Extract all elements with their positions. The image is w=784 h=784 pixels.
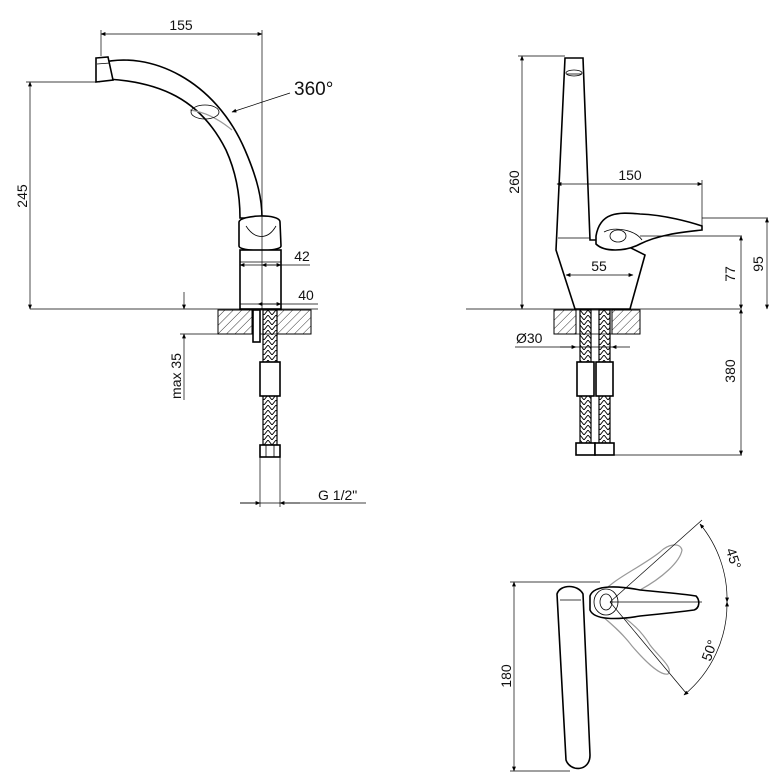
front-spout-highlight [189, 109, 233, 131]
dim-thread-label: G 1/2" [318, 487, 357, 503]
side-hose-break-left [576, 361, 595, 397]
front-hose-nut [259, 444, 281, 458]
front-faucet-body [239, 249, 282, 310]
front-aerator-line [96, 62, 111, 65]
angle-50-label: 50° [698, 638, 720, 663]
top-faucet-body [556, 585, 591, 770]
dim-55-label: 55 [591, 258, 607, 274]
dim-155-label: 155 [169, 17, 193, 33]
dim-380-label: 380 [722, 359, 738, 383]
side-countertop-left [553, 309, 577, 335]
dim-180-label: 180 [498, 664, 514, 688]
side-hose-nut-left [575, 442, 596, 456]
dim-max35-label: max 35 [168, 353, 184, 399]
top-lever-ghost-down [599, 605, 670, 675]
front-swivel-ring [190, 104, 220, 120]
front-handle-curve [245, 225, 277, 237]
dim-40-label: 40 [298, 287, 314, 303]
dim-dia30-label: Ø30 [516, 330, 543, 346]
front-mount-stud [252, 309, 261, 343]
dim-245-label: 245 [14, 184, 30, 208]
angle-50-arc [683, 601, 730, 696]
dim-260-label: 260 [506, 170, 522, 194]
side-hose-nut-right [594, 442, 615, 456]
dim-150-label: 150 [618, 167, 642, 183]
side-view: 260 150 55 77 95 Ø30 380 [466, 55, 769, 456]
side-lever-curve [603, 228, 643, 241]
dim-77-label: 77 [722, 266, 738, 282]
side-countertop-right [611, 309, 641, 335]
side-lever-pivot [609, 229, 627, 243]
front-countertop-right [276, 309, 312, 335]
front-spout [98, 59, 263, 219]
side-outlet-ring [565, 69, 583, 77]
dim-42-label: 42 [294, 248, 310, 264]
front-handle-head [238, 215, 282, 252]
front-view: 155 360° 245 42 40 max 35 G 1/2" [14, 17, 366, 507]
top-lever [589, 586, 700, 620]
angle-45-arc [699, 523, 730, 603]
front-countertop-left [217, 309, 253, 335]
top-view: 45° 50° 180 [498, 519, 745, 772]
angle-50-ray [609, 601, 687, 694]
dim-360-label: 360° [294, 79, 333, 100]
side-hose-break-right [595, 361, 614, 397]
dim-360-leader [231, 92, 291, 113]
dim-95-label: 95 [750, 256, 766, 272]
angle-45-label: 45° [723, 546, 745, 571]
angle-45-ray [609, 519, 703, 603]
front-hose-break [259, 361, 281, 397]
